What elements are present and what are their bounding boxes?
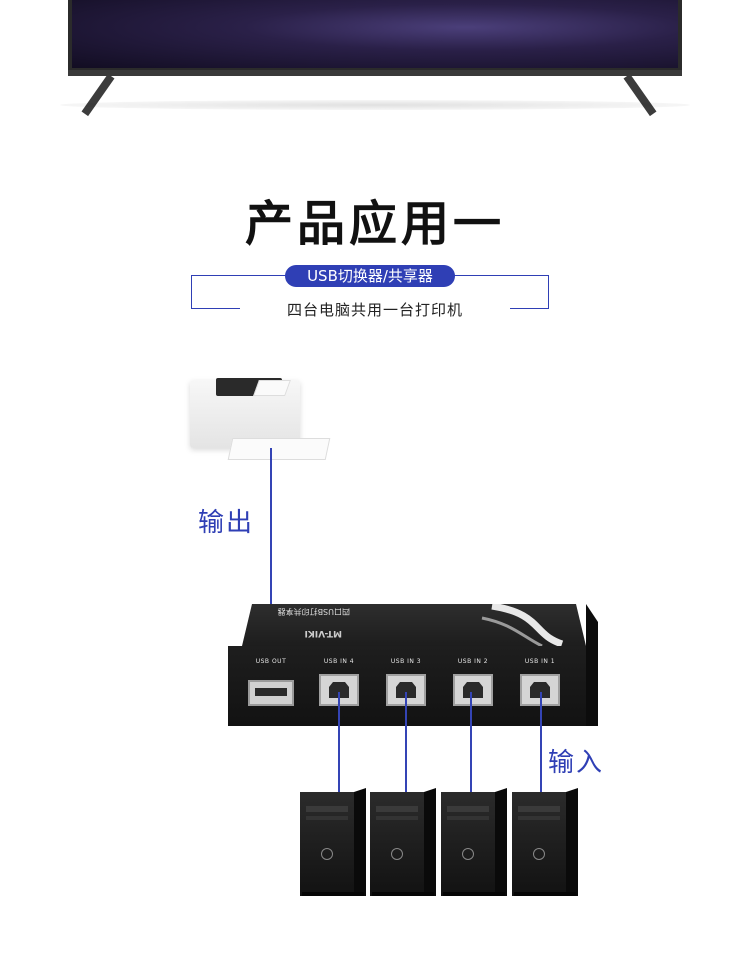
dell-logo-icon: [533, 848, 545, 860]
port-label-usb-in-2: USB IN 2: [448, 658, 498, 665]
input-label: 输入: [548, 742, 604, 779]
input-cable-1: [540, 692, 542, 792]
input-cable-3: [405, 692, 407, 792]
usb-in-2-port: [453, 674, 493, 706]
dell-logo-icon: [321, 848, 333, 860]
switch-side: [586, 604, 598, 726]
tv-bezel: [68, 70, 682, 76]
dell-logo-icon: [462, 848, 474, 860]
tv-leg-left: [82, 74, 115, 116]
tv-shadow: [60, 100, 690, 110]
page-title: 产品应用一: [0, 184, 750, 254]
computer-4: [300, 788, 366, 896]
printer-paper: [253, 380, 291, 396]
computer-3: [370, 788, 436, 896]
output-label: 输出: [198, 502, 254, 539]
category-badge: USB切换器/共享器: [285, 265, 455, 287]
input-cable-2: [470, 692, 472, 792]
switch-brand: MT-VIKI: [272, 626, 342, 638]
port-label-usb-in-3: USB IN 3: [381, 658, 431, 665]
switch-top-panel: 四口USB打印共享器 MT-VIKI: [242, 604, 586, 646]
port-label-usb-in-4: USB IN 4: [314, 658, 364, 665]
input-cable-4: [338, 692, 340, 792]
dell-logo-icon: [391, 848, 403, 860]
computer-2: [441, 788, 507, 896]
computer-1: [512, 788, 578, 896]
usb-out-port: [248, 680, 294, 706]
printer-output-tray: [228, 438, 331, 460]
port-label-usb-in-1: USB IN 1: [515, 658, 565, 665]
tv-leg-right: [624, 74, 657, 116]
port-label-usb-out: USB OUT: [246, 658, 296, 665]
tv-screen: [68, 0, 682, 72]
subtitle: 四台电脑共用一台打印机: [240, 297, 510, 323]
switch-model-text: 四口USB打印共享器: [270, 607, 350, 617]
